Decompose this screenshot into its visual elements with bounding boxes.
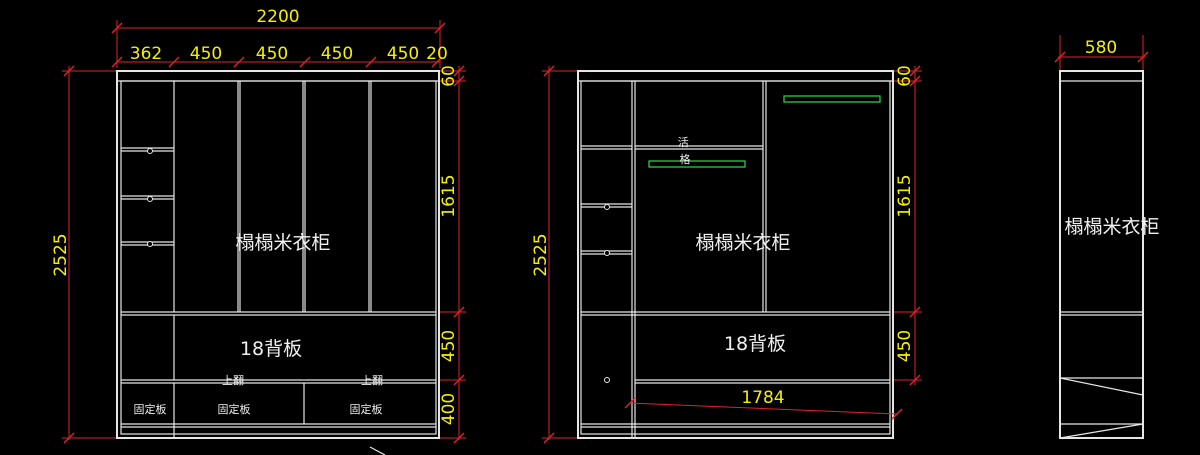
front-knob-3	[147, 241, 153, 247]
front-dim-60: 60	[439, 65, 459, 87]
interior-diagonal-dimension: 1784	[624, 388, 903, 420]
interior-cabinet-outline	[577, 70, 894, 439]
interior-dim-1615: 1615	[895, 174, 915, 217]
interior-diagonal-value: 1784	[741, 388, 784, 408]
front-dim-1615: 1615	[439, 174, 459, 217]
front-flip-label-1: 上翻	[222, 373, 244, 387]
front-view: 2200 362 450 450 450 450 20 2525	[51, 7, 466, 455]
front-knob-2	[147, 196, 153, 202]
interior-knob-3	[604, 377, 610, 383]
front-segment-dimension: 362 450 450 450 450 20	[111, 44, 448, 68]
side-view: 580 榻榻米衣柜	[1054, 35, 1160, 439]
interior-hanging-rail-right	[783, 95, 881, 103]
front-cabinet-outline	[116, 70, 440, 455]
interior-knob-1	[604, 204, 610, 210]
front-total-width: 2200	[256, 7, 299, 27]
side-depth-dimension: 580	[1054, 35, 1149, 71]
front-height-dimension: 2525	[51, 65, 117, 444]
interior-backboard-label: 18背板	[724, 333, 786, 355]
front-dim-450: 450	[439, 330, 459, 362]
front-total-width-dimension: 2200	[111, 7, 446, 68]
front-flip-label-2: 上翻	[361, 373, 383, 387]
interior-hanging-rail-left	[648, 160, 746, 168]
interior-height: 2525	[531, 233, 551, 276]
interior-knob-2	[604, 250, 610, 256]
front-right-dimensions: 60 1615 450 400	[439, 65, 466, 444]
front-segment-4: 450	[321, 44, 353, 64]
interior-dim-60: 60	[895, 65, 915, 87]
front-knob-1	[147, 148, 153, 154]
front-segment-6: 20	[426, 44, 448, 64]
front-segment-3: 450	[256, 44, 288, 64]
interior-main-label: 榻榻米衣柜	[695, 232, 790, 254]
interior-height-dimension: 2525	[531, 65, 578, 444]
front-backboard-label: 18背板	[240, 338, 302, 360]
interior-view: 2525 60 1615 450	[531, 65, 922, 444]
front-segment-1: 362	[130, 44, 162, 64]
front-fixed-label-2: 固定板	[218, 402, 251, 416]
interior-shelf-label: 活 格	[678, 136, 693, 166]
interior-right-dimensions: 60 1615 450	[893, 65, 922, 386]
front-segment-2: 450	[190, 44, 222, 64]
front-height: 2525	[51, 233, 71, 276]
side-main-label: 榻榻米衣柜	[1064, 216, 1159, 238]
front-segment-5: 450	[387, 44, 419, 64]
front-fixed-label-1: 固定板	[134, 402, 167, 416]
side-cabinet-outline	[1059, 70, 1144, 439]
front-dim-400: 400	[439, 393, 459, 425]
front-fixed-label-3: 固定板	[350, 402, 383, 416]
side-depth: 580	[1085, 38, 1117, 58]
front-main-label: 榻榻米衣柜	[235, 232, 330, 254]
interior-dim-450: 450	[895, 330, 915, 362]
